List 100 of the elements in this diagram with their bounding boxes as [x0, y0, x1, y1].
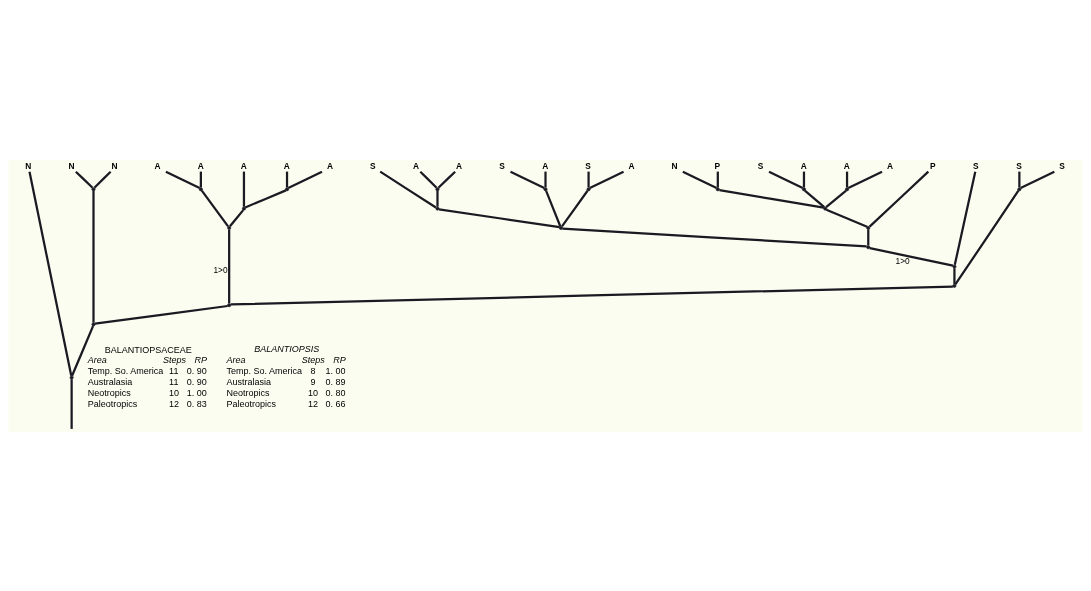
node-point	[242, 206, 246, 210]
node-text: S	[973, 160, 979, 171]
node-text: A	[240, 160, 247, 171]
node-text: A	[154, 160, 161, 171]
node-text: A	[197, 160, 204, 171]
connector	[228, 229, 231, 303]
node-point	[952, 264, 957, 268]
connector	[953, 170, 977, 265]
label: BALANTIOPSIS	[254, 343, 320, 354]
node-text: S	[1016, 160, 1022, 171]
label: RP	[333, 354, 346, 365]
label: BALANTIOPSACEAE	[104, 344, 192, 355]
connector	[561, 189, 589, 227]
node-text: A	[542, 160, 549, 171]
node-point	[1017, 186, 1022, 191]
label: 1. 00	[186, 387, 207, 398]
connector	[719, 188, 824, 209]
connector	[510, 170, 545, 189]
node-point	[435, 186, 440, 191]
connector	[589, 170, 625, 189]
label: Steps	[162, 354, 186, 365]
node-point	[802, 186, 806, 191]
label: Steps	[301, 354, 325, 365]
node-point	[866, 225, 871, 230]
label: Australasia	[226, 376, 272, 387]
label: 10	[307, 387, 318, 398]
node-point	[586, 186, 591, 191]
connector	[825, 208, 868, 228]
node-text: A	[843, 160, 850, 171]
connector	[75, 170, 94, 189]
node-point	[435, 206, 440, 210]
label: Paleotropics	[226, 398, 277, 409]
node-text: A	[886, 160, 893, 171]
connector	[94, 304, 228, 325]
label: 0. 66	[325, 398, 346, 409]
label: Neotropics	[87, 387, 131, 398]
node-text: S	[757, 160, 764, 171]
node-text: N	[25, 160, 32, 171]
label: RP	[194, 354, 207, 365]
node-text: N	[671, 160, 678, 171]
label: 8	[310, 365, 316, 376]
node-point	[198, 186, 203, 191]
connector	[438, 207, 560, 228]
connector	[92, 190, 95, 323]
connector	[229, 208, 245, 227]
connector	[804, 189, 825, 208]
node-text: A	[413, 160, 420, 171]
node-text: A	[628, 160, 635, 171]
label: 0. 89	[325, 376, 346, 387]
label: 10	[169, 387, 180, 398]
label: 11	[169, 365, 179, 376]
label: 1. 00	[325, 365, 346, 376]
label: 11	[169, 376, 179, 387]
connector	[419, 170, 438, 189]
connector	[545, 189, 562, 227]
label: 9	[310, 376, 316, 387]
edge-label: 1>0	[213, 264, 228, 275]
label: Paleotropics	[87, 398, 138, 409]
node-point	[559, 225, 563, 230]
node-text: A	[326, 160, 333, 171]
connector	[825, 189, 847, 208]
node-point	[69, 375, 74, 379]
node-text: A	[800, 160, 807, 171]
node-point	[227, 225, 232, 230]
connector	[379, 170, 437, 208]
label: 0. 90	[186, 376, 207, 387]
label: Temp. So. America	[87, 365, 164, 376]
node-text: S	[1059, 160, 1065, 171]
node-text: N	[111, 160, 118, 171]
connector	[71, 325, 95, 376]
node-text: A	[456, 160, 463, 171]
node-text: S	[499, 160, 505, 171]
node-point	[285, 186, 289, 191]
connector	[70, 378, 73, 429]
connector	[953, 267, 956, 284]
label: Temp. So. America	[226, 365, 303, 376]
connector	[562, 227, 867, 248]
connector	[244, 188, 287, 208]
node-point	[952, 283, 957, 288]
connector	[28, 171, 73, 376]
node-text: P	[929, 160, 936, 171]
node-point	[866, 244, 871, 249]
node-text: P	[714, 160, 721, 171]
node-text: S	[369, 160, 376, 171]
node-point	[823, 206, 828, 210]
label: 0. 80	[325, 387, 346, 398]
connector	[587, 171, 590, 187]
node-text: N	[68, 160, 75, 171]
label: 12	[307, 398, 318, 409]
node-point	[715, 186, 720, 191]
node-text: S	[585, 160, 591, 171]
node-point	[543, 186, 548, 191]
node-point	[91, 322, 96, 326]
node-text: A	[283, 160, 290, 171]
label: Area	[87, 354, 107, 365]
connector	[242, 171, 246, 207]
label: 0. 90	[186, 365, 207, 376]
label: Neotropics	[226, 387, 270, 398]
node-point	[91, 186, 96, 191]
label: Area	[226, 354, 246, 365]
